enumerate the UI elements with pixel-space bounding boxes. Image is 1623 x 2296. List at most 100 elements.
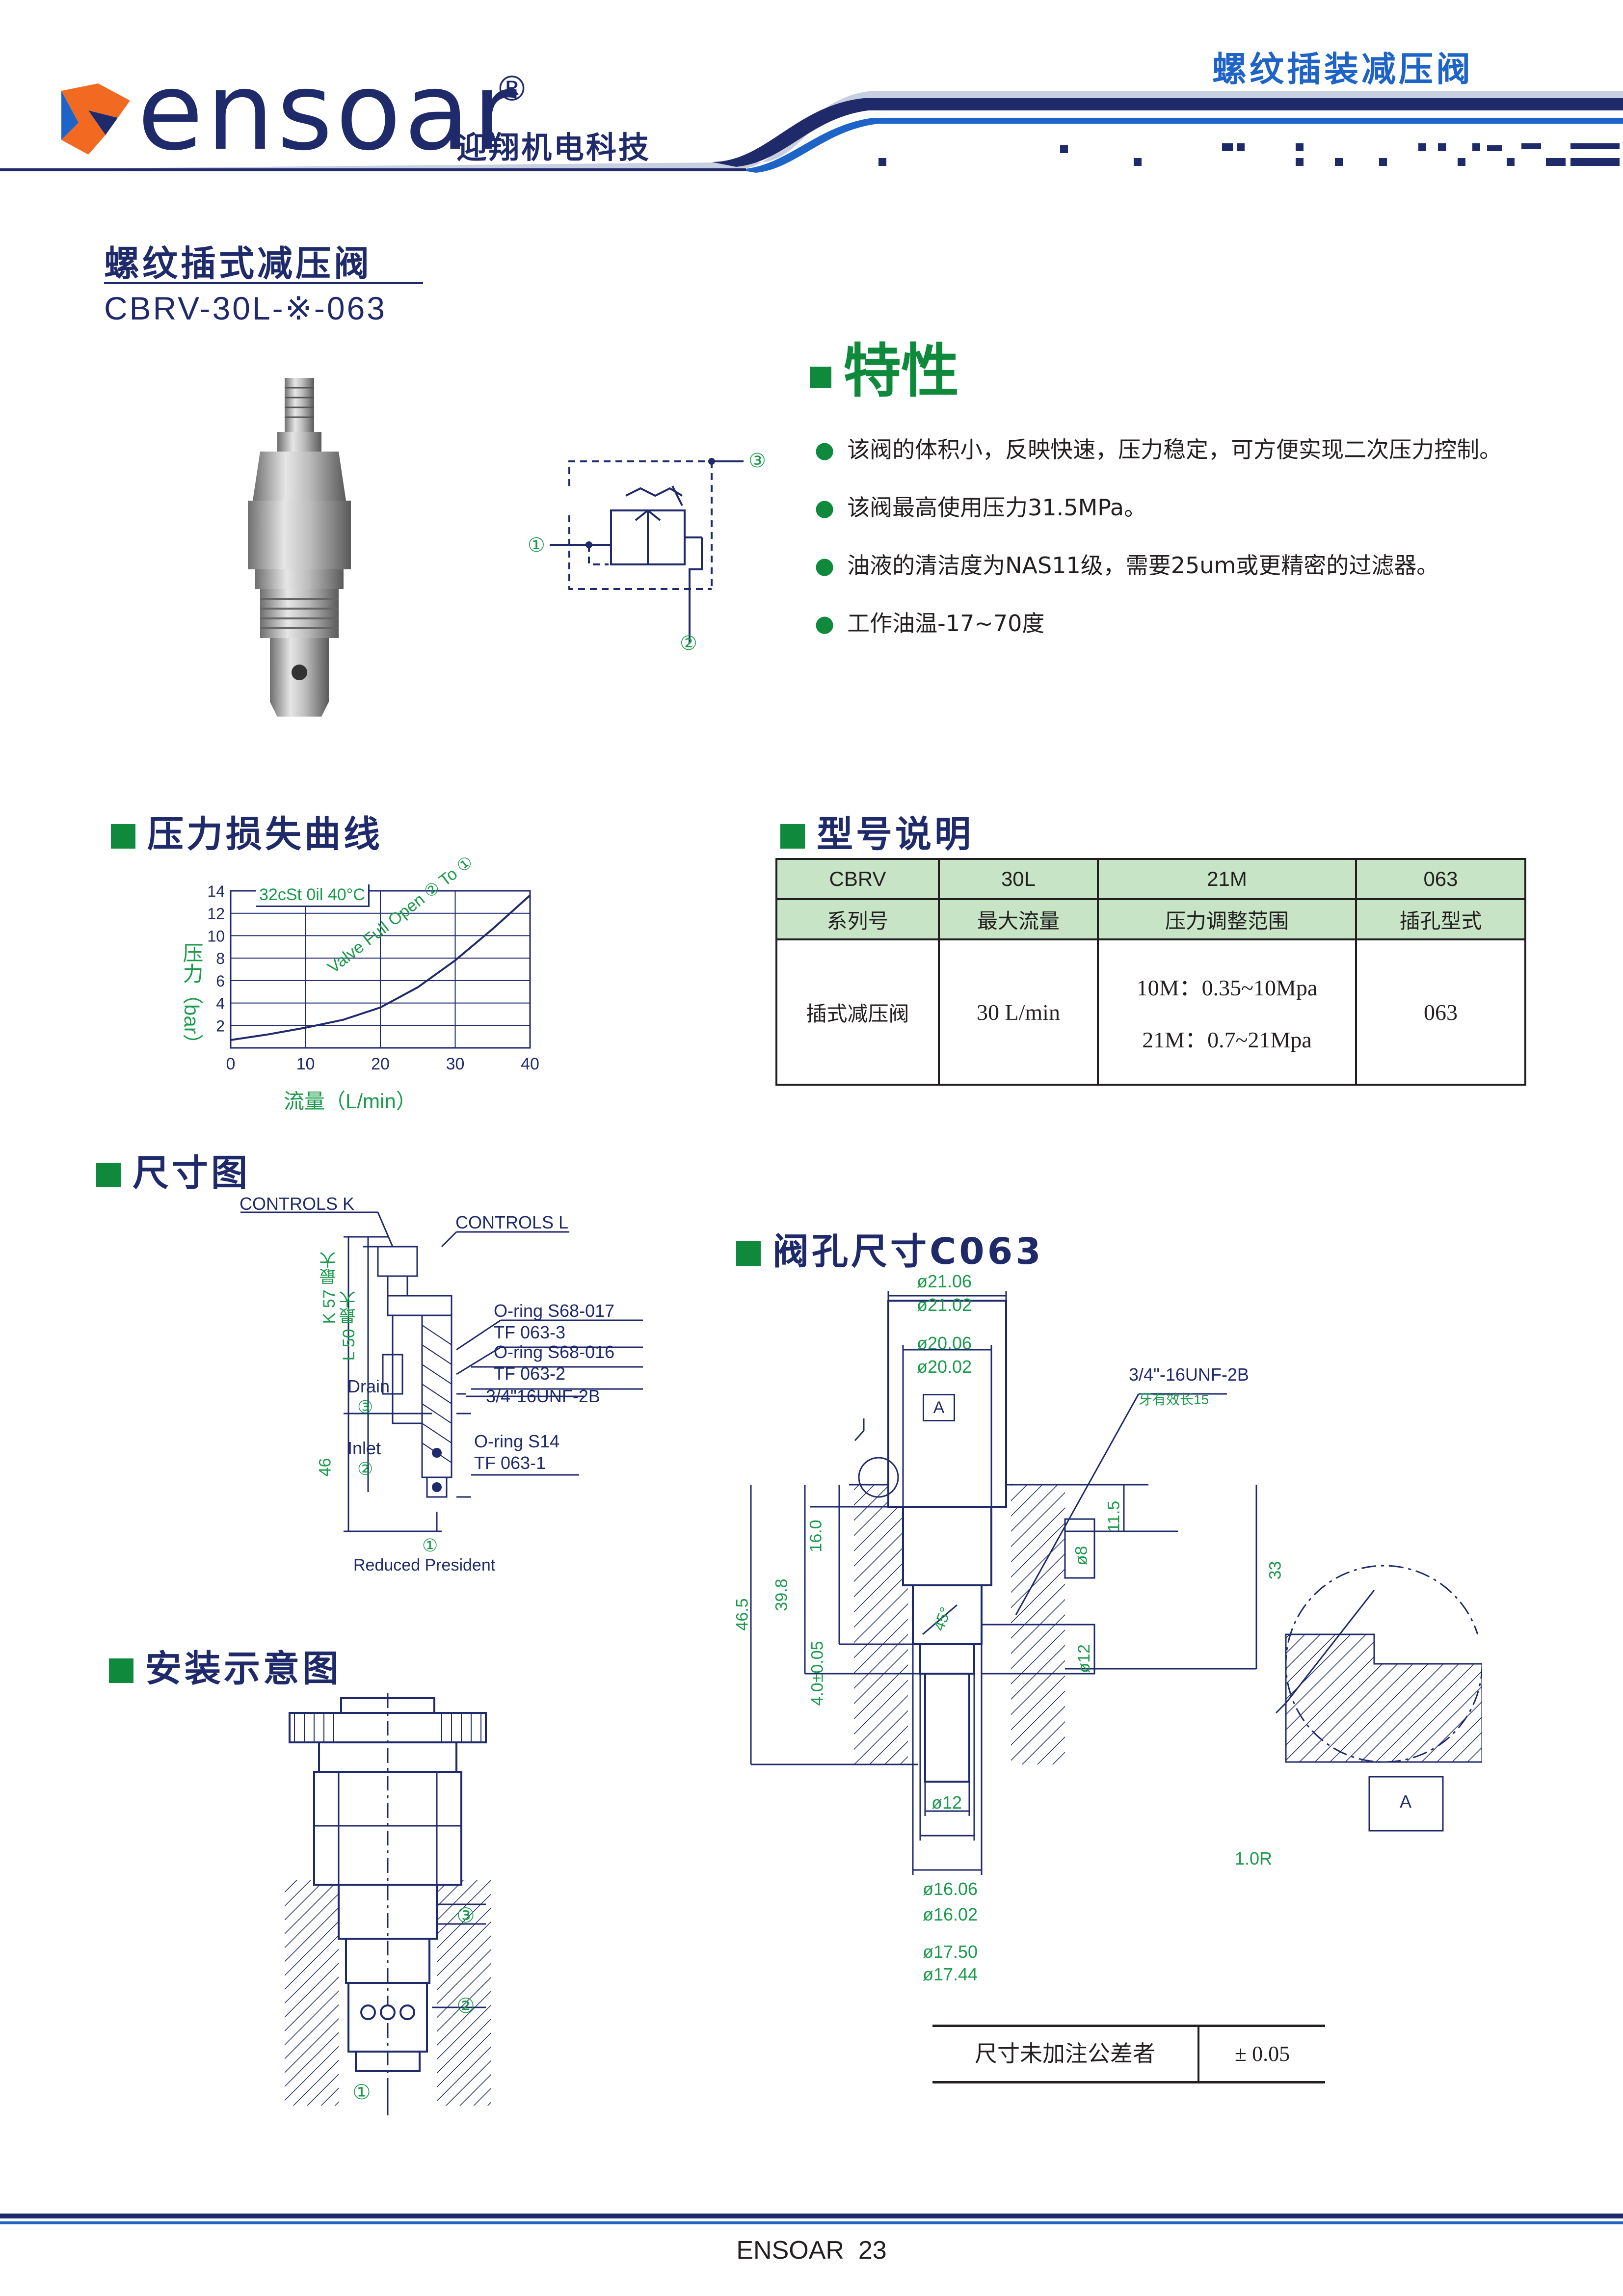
table-cell: 063 [1355, 858, 1526, 900]
ref-a-box: A [923, 1394, 955, 1421]
table-cell: 插孔型式 [1355, 898, 1526, 940]
tf-3-label: TF 063-1 [474, 1453, 546, 1473]
install-port-2: ② [456, 1994, 475, 2017]
detail-a-label: A [1400, 1791, 1412, 1812]
features-list: ● 该阀的体积小，反映快速，压力稳定，可方便实现二次压力控制。 ● 该阀最高使用压力… [815, 432, 1502, 664]
table-row: 系列号 最大流量 压力调整范围 插孔型式 [775, 898, 1526, 940]
table-cell: 最大流量 [938, 898, 1099, 940]
oring-3-label: O-ring S14 [474, 1431, 560, 1451]
plot-frame [230, 890, 531, 1049]
cavity-heading: 阀孔尺寸C063 [736, 1222, 1044, 1275]
symbol-port-3: ③ [748, 450, 766, 472]
feature-item: ● 该阀最高使用压力31.5MPa。 [815, 490, 1502, 522]
dim-o12-side: ø12 [1074, 1644, 1093, 1673]
tf-1-label: TF 063-3 [494, 1322, 566, 1342]
bullet-icon: ● [815, 436, 835, 463]
dia-21-02: ø21.02 [917, 1295, 972, 1315]
dia-20-02: ø20.02 [917, 1357, 972, 1377]
y-tick-label: 12 [207, 905, 225, 923]
page-category: 螺纹插装减压阀 [1212, 49, 1473, 89]
table-cell: 30 L/min [938, 938, 1099, 1086]
drain-label: Drain [347, 1376, 390, 1396]
dim-33: 33 [1266, 1561, 1285, 1580]
chart-ylabel: 压力（bar） [180, 942, 203, 1055]
outlet-port-label: ① [422, 1535, 438, 1555]
y-tick-label: 4 [216, 995, 225, 1013]
model-table-heading-text: 型号说明 [817, 813, 974, 855]
thread-spec: 3/4"-16UNF-2B [1129, 1364, 1249, 1385]
x-tick-label: 20 [371, 1055, 390, 1073]
installation-drawing: ③ ② ① [275, 1693, 510, 2115]
footer-line-bottom [0, 2221, 1623, 2224]
cavity-svg [750, 1291, 1482, 1875]
reduced-label: Reduced President [353, 1556, 496, 1575]
feature-text: 工作油温-17~70度 [847, 610, 1045, 637]
bullet-icon: ● [815, 610, 835, 637]
dia-16-02: ø16.02 [923, 1904, 978, 1924]
table-cell: CBRV [775, 858, 940, 900]
controls-k-label: CONTROLS K [239, 1194, 355, 1214]
brand-logo-text: ensoar [137, 50, 520, 174]
y-tick-label: 6 [216, 972, 225, 990]
feature-text: 该阀最高使用压力31.5MPa。 [847, 494, 1147, 521]
dim-16: 16.0 [806, 1520, 825, 1552]
install-port-3: ③ [456, 1904, 475, 1927]
dia-20-06: ø20.06 [917, 1333, 972, 1353]
cavity-drawing: ø21.06 ø21.02 ø20.06 ø20.02 3/4"-16UNF-2… [733, 1271, 1482, 1988]
table-cell: 系列号 [775, 898, 940, 940]
radius-label: 1.0R [1235, 1848, 1273, 1869]
product-model: CBRV-30L-※-063 [104, 290, 387, 326]
l-max-label: L 50 最大 [340, 1291, 358, 1361]
table-cell: 插式减压阀 [775, 938, 940, 1086]
table-cell: 063 [1355, 938, 1526, 1086]
y-tick-label: 10 [207, 927, 225, 945]
features-heading: 特性 [810, 324, 959, 408]
controls-l-label: CONTROLS L [455, 1212, 569, 1232]
page-header: ensoar ® 迎翔机电科技 螺纹插装减压阀 [0, 0, 1623, 196]
tolerance-box: 尺寸未加注公差者 ± 0.05 [932, 2025, 1325, 2083]
installation-svg [285, 1693, 491, 2115]
dimension-drawing: CONTROLS K CONTROLS L K 57 最大 L 50 最大 O-… [226, 1194, 667, 1590]
model-table: CBRV 30L 21M 063 系列号 最大流量 压力调整范围 插孔型式 插式… [775, 858, 1526, 1086]
valve-section-drawing [240, 1211, 643, 1532]
table-cell: 10M：0.35~10Mpa 21M：0.7~21Mpa [1097, 938, 1357, 1086]
pressure-curve-heading: 压力损失曲线 [111, 805, 383, 857]
hydraulic-symbol: ③ ① ② [520, 447, 766, 663]
table-row: 插式减压阀 30 L/min 10M：0.35~10Mpa 21M：0.7~21… [775, 938, 1526, 1086]
range-line: 10M：0.35~10Mpa [1136, 975, 1318, 1000]
inlet-port-label: ② [357, 1459, 373, 1479]
tolerance-value: ± 0.05 [1234, 2042, 1290, 2066]
tolerance-label: 尺寸未加注公差者 [932, 2027, 1199, 2081]
feature-text: 该阀的体积小，反映快速，压力稳定，可方便实现二次压力控制。 [847, 436, 1502, 463]
feature-item: ● 该阀的体积小，反映快速，压力稳定，可方便实现二次压力控制。 [815, 432, 1502, 464]
model-table-heading: 型号说明 [780, 805, 974, 857]
y-tick-label: 14 [207, 882, 225, 900]
bullet-icon: ● [815, 494, 835, 521]
chart-legend-note: 32cSt 0il 40°C [256, 884, 370, 907]
dim-46-label: 46 [316, 1458, 335, 1477]
dim-46-5: 46.5 [733, 1598, 752, 1631]
footer-line-top [0, 2214, 1623, 2218]
dia-16-06: ø16.06 [923, 1879, 978, 1899]
oring-2-label: O-ring S68-016 [494, 1342, 615, 1362]
cavity-heading-text: 阀孔尺寸C063 [772, 1230, 1044, 1273]
feature-item: ●油液的清洁度为NAS11级，需要25um或更精密的过滤器。 [815, 548, 1502, 580]
drain-port-label: ③ [357, 1397, 373, 1417]
header-swoosh [0, 91, 1623, 173]
x-tick-label: 30 [446, 1055, 465, 1073]
install-port-1: ① [352, 2081, 371, 2104]
dim-39-8: 39.8 [772, 1578, 791, 1611]
dia-17-44: ø17.44 [923, 1964, 978, 1984]
dimension-heading-text: 尺寸图 [133, 1152, 250, 1194]
product-photo [248, 378, 351, 717]
product-title: 螺纹插式减压阀 [104, 243, 372, 284]
range-line: 21M：0.7~21Mpa [1142, 1027, 1312, 1052]
y-tick-label: 8 [216, 950, 225, 967]
features-heading-text: 特性 [843, 337, 959, 405]
installation-heading-text: 安装示意图 [145, 1648, 342, 1690]
dia-bottom-12: ø12 [931, 1792, 962, 1813]
dia-21-06: ø21.06 [917, 1271, 972, 1291]
feature-item: ● 工作油温-17~70度 [815, 606, 1502, 638]
